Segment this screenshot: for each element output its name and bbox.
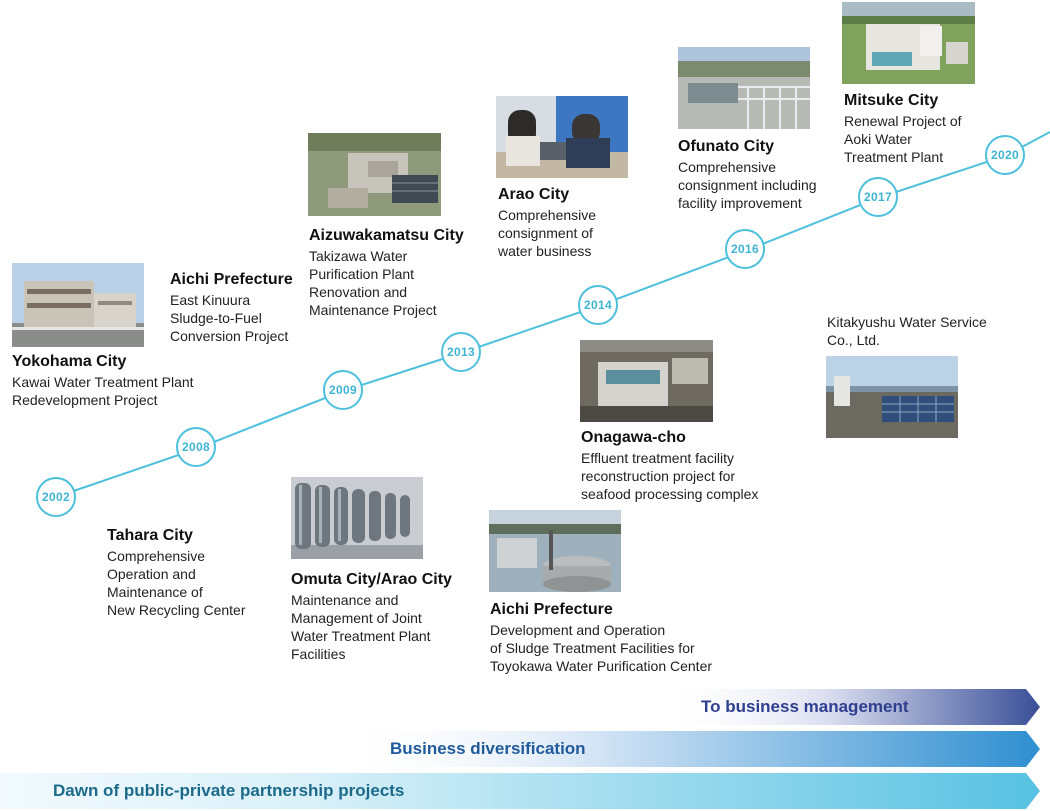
entry-yokohama: Yokohama City Kawai Water Treatment Plan… bbox=[12, 352, 194, 409]
year-label: 2017 bbox=[864, 190, 892, 204]
place-name: Omuta City/Arao City bbox=[291, 571, 452, 588]
year-node-2002: 2002 bbox=[36, 477, 76, 517]
year-label: 2009 bbox=[329, 383, 357, 397]
year-node-2013: 2013 bbox=[441, 332, 481, 372]
ofunato-facility-photo bbox=[678, 47, 810, 129]
place-name: Aichi Prefecture bbox=[170, 271, 293, 288]
year-node-2017: 2017 bbox=[858, 177, 898, 217]
omuta-arao-tanks-photo bbox=[291, 477, 423, 559]
arao-office-photo bbox=[496, 96, 628, 178]
kitakyushu-plant-photo bbox=[826, 356, 958, 438]
place-name: Aichi Prefecture bbox=[490, 601, 613, 618]
entry-aichi-toyokawa: Aichi Prefecture Development and Operati… bbox=[490, 600, 712, 675]
band-management-label: To business management bbox=[701, 697, 909, 716]
year-label: 2014 bbox=[584, 298, 612, 312]
place-name: Onagawa-cho bbox=[581, 429, 686, 446]
year-node-2008: 2008 bbox=[176, 427, 216, 467]
place-name: Mitsuke City bbox=[844, 92, 939, 109]
place-name: Aizuwakamatsu City bbox=[309, 227, 464, 244]
place-name: Arao City bbox=[498, 186, 570, 203]
band-dawn-label: Dawn of public-private partnership proje… bbox=[53, 781, 405, 800]
year-label: 2020 bbox=[991, 148, 1019, 162]
place-name: Ofunato City bbox=[678, 138, 774, 155]
place-name: Tahara City bbox=[107, 527, 193, 544]
aichi-toyokawa-facility-photo bbox=[489, 510, 621, 592]
band-diversification-label: Business diversification bbox=[390, 739, 586, 758]
yokohama-plant-photo bbox=[12, 263, 144, 347]
year-label: 2002 bbox=[42, 490, 70, 504]
year-node-2009: 2009 bbox=[323, 370, 363, 410]
year-label: 2016 bbox=[731, 242, 759, 256]
year-label: 2013 bbox=[447, 345, 475, 359]
year-node-2016: 2016 bbox=[725, 229, 765, 269]
aizuwakamatsu-plant-photo bbox=[308, 133, 441, 216]
year-node-2020: 2020 bbox=[985, 135, 1025, 175]
year-label: 2008 bbox=[182, 440, 210, 454]
mitsuke-plant-photo bbox=[842, 2, 975, 84]
place-name: Yokohama City bbox=[12, 353, 127, 370]
onagawa-facility-photo bbox=[580, 340, 713, 422]
year-node-2014: 2014 bbox=[578, 285, 618, 325]
